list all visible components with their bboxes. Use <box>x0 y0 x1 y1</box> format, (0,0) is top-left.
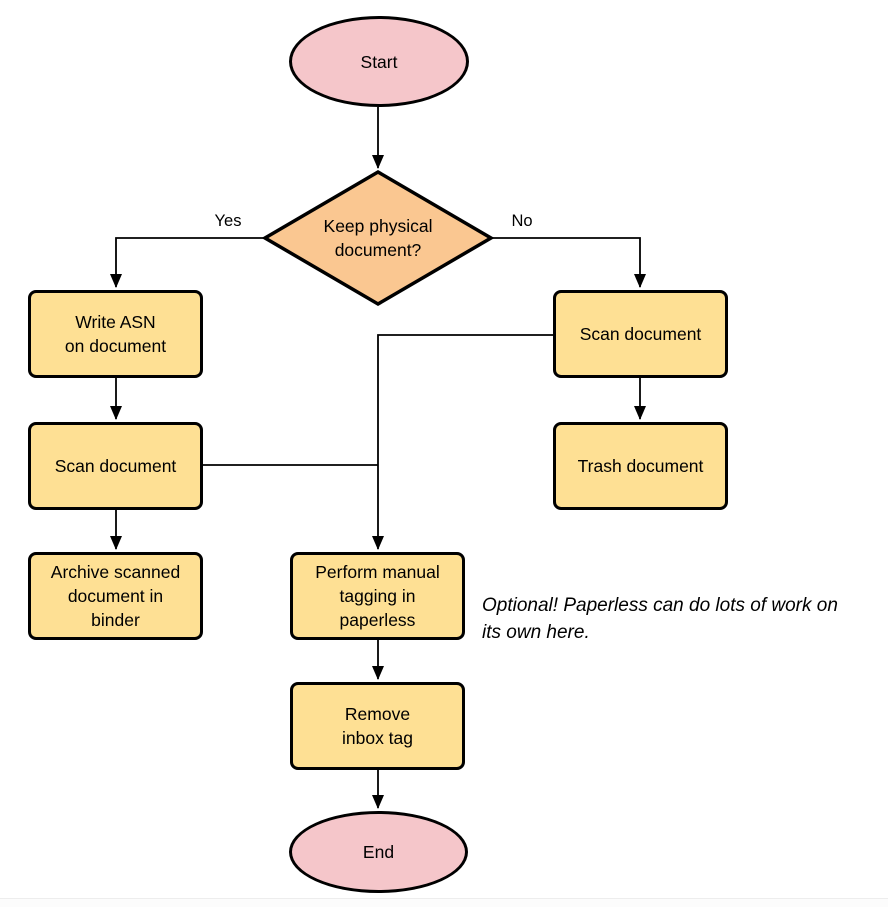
node-decision-label: Keep physical document? <box>323 216 433 260</box>
node-start: Start <box>289 16 469 107</box>
node-start-label: Start <box>360 51 398 72</box>
node-write-asn: Write ASN on document <box>28 290 203 378</box>
node-manual-tagging: Perform manual tagging in paperless <box>290 552 465 640</box>
edge-decision-no-to-scan-right <box>492 237 646 288</box>
node-manual-tagging-label: Perform manual tagging in paperless <box>315 562 440 630</box>
edge-label-yes: Yes <box>214 212 242 230</box>
decision-diamond-shape <box>261 169 495 307</box>
node-write-asn-label: Write ASN on document <box>64 312 167 356</box>
edge-label-no: No <box>511 212 533 230</box>
node-archive-binder: Archive scanned document in binder <box>28 552 203 640</box>
node-archive-binder-label: Archive scanned document in binder <box>50 562 181 630</box>
node-scan-document-left-label: Scan document <box>54 456 177 476</box>
node-trash-document: Trash document <box>553 422 728 510</box>
edge-decision-yes-to-write-asn <box>110 237 264 288</box>
node-decision: Keep physical document? <box>265 172 491 304</box>
node-scan-document-right-label: Scan document <box>579 324 702 344</box>
node-scan-document-right: Scan document <box>553 290 728 378</box>
edge-scan-right-to-tagging <box>372 334 553 550</box>
node-remove-inbox-tag-label: Remove inbox tag <box>341 704 414 748</box>
viewport-bottom-divider <box>0 898 888 907</box>
node-scan-document-left: Scan document <box>28 422 203 510</box>
node-trash-document-label: Trash document <box>577 456 704 476</box>
annotation-optional-note: Optional! Paperless can do lots of work … <box>482 595 838 643</box>
node-end: End <box>289 811 468 893</box>
node-remove-inbox-tag: Remove inbox tag <box>290 682 465 770</box>
node-end-label: End <box>362 842 395 862</box>
